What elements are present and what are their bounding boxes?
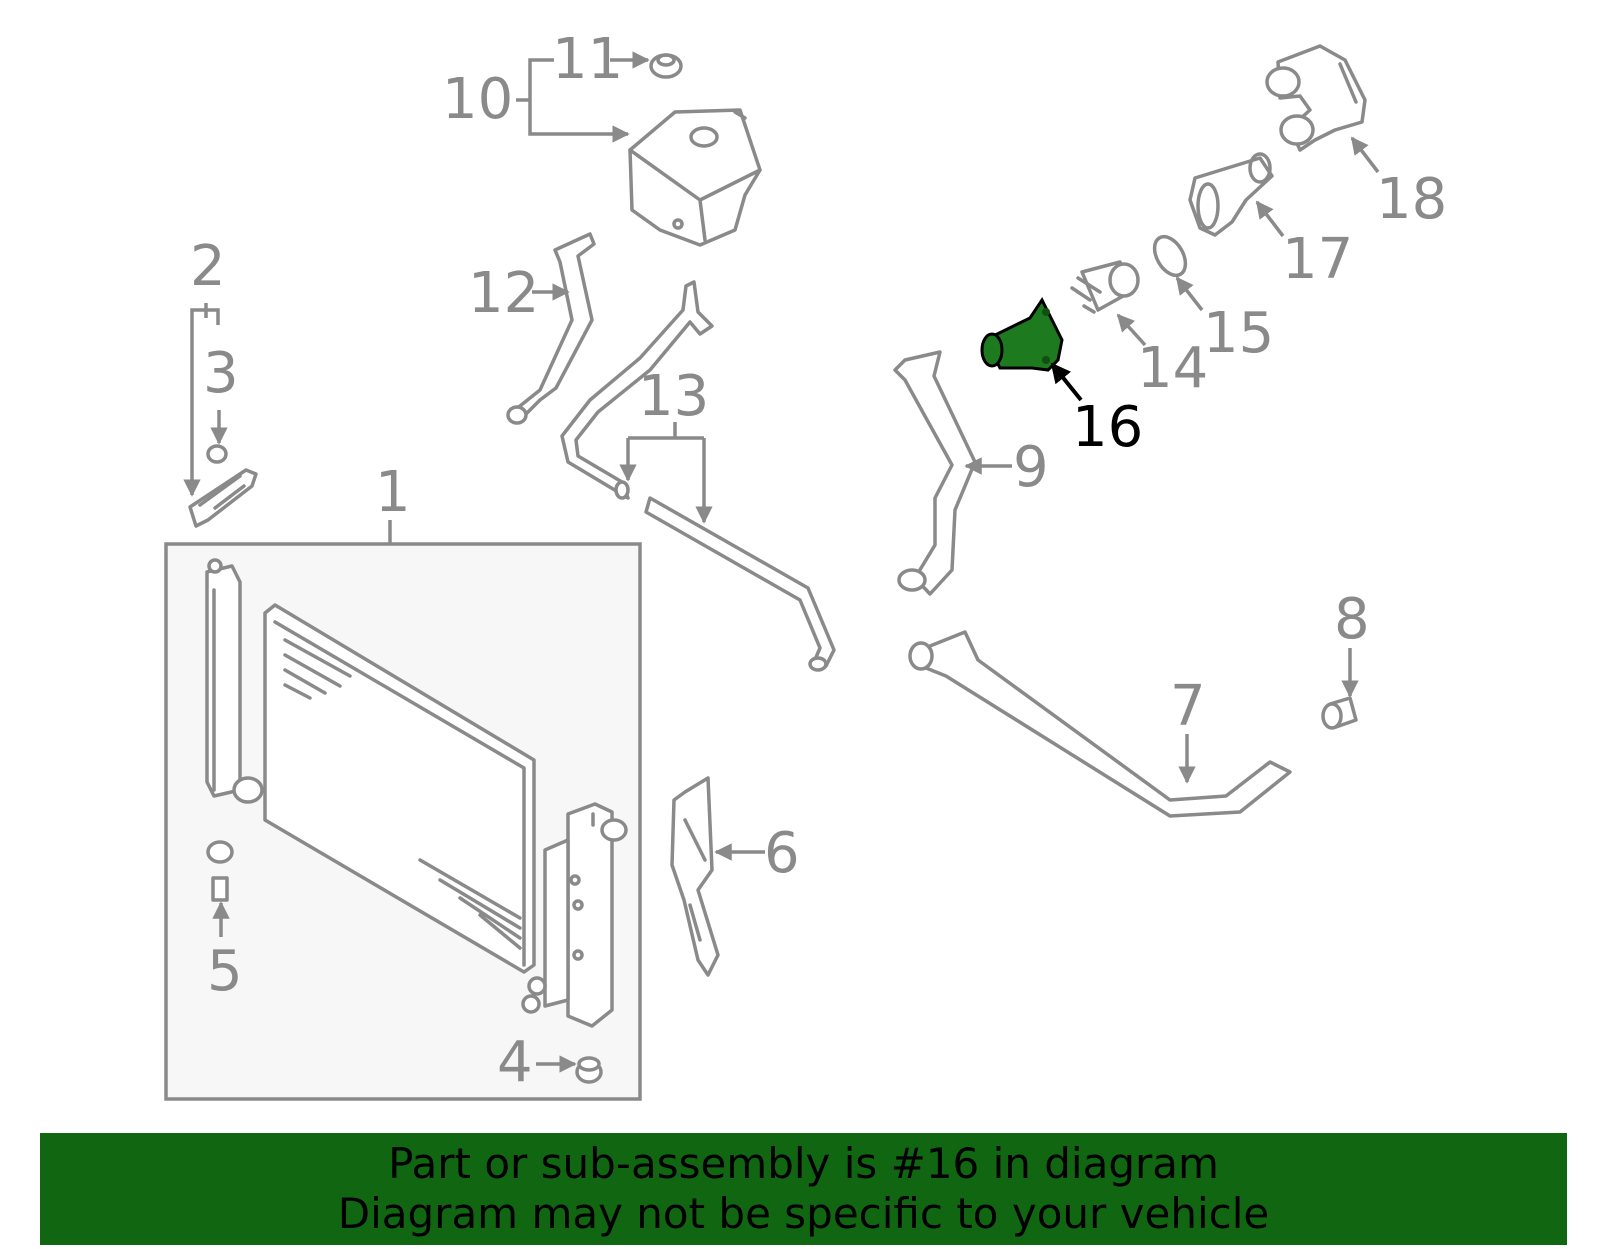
banner-line-2: Diagram may not be specific to your vehi…	[337, 1189, 1270, 1238]
water-pipe-elbow[interactable]	[1265, 44, 1367, 152]
callout-14: 14	[1137, 336, 1208, 401]
callout-10: 10	[442, 67, 513, 132]
air-deflector[interactable]	[670, 776, 720, 977]
callout-3: 3	[203, 341, 239, 406]
callout-18: 18	[1376, 167, 1447, 232]
radiator-assembly[interactable]	[164, 542, 642, 1101]
banner-line-1: Part or sub-assembly is #16 in diagram	[388, 1139, 1219, 1188]
coolant-reservoir[interactable]	[628, 108, 762, 247]
info-banner: Part or sub-assembly is #16 in diagram D…	[40, 1133, 1567, 1245]
lower-radiator-hose[interactable]	[908, 630, 1292, 818]
upper-radiator-hose[interactable]	[893, 350, 977, 596]
reservoir-hose[interactable]	[506, 232, 596, 425]
hose-plug[interactable]	[1321, 696, 1358, 730]
drain-plug[interactable]	[206, 840, 234, 902]
callout-1: 1	[375, 460, 411, 525]
thermostat-housing[interactable]	[1188, 152, 1274, 237]
callout-9: 9	[1013, 435, 1049, 500]
callout-labels: 1 2 3 4 5 6 7 8 9 10 11 12 13 14 15 16 1…	[190, 27, 1447, 1095]
callout-11: 11	[552, 27, 623, 92]
callout-15: 15	[1203, 301, 1274, 366]
bracket-nut[interactable]	[206, 444, 228, 464]
callout-17: 17	[1282, 227, 1353, 292]
leader-lines	[192, 51, 1380, 1073]
callout-5: 5	[207, 939, 243, 1004]
reservoir-cap[interactable]	[649, 53, 683, 79]
callout-13: 13	[638, 364, 709, 429]
callout-8: 8	[1334, 587, 1370, 652]
water-outlet-housing[interactable]	[980, 297, 1064, 372]
callout-12: 12	[468, 261, 539, 326]
bypass-hoses[interactable]	[560, 280, 836, 672]
callout-4: 4	[497, 1030, 533, 1095]
callout-16: 16	[1072, 395, 1143, 460]
bracket[interactable]	[188, 468, 258, 528]
thermostat-gasket[interactable]	[1148, 231, 1192, 280]
radiator-clip-4[interactable]	[575, 1056, 603, 1084]
thermostat[interactable]	[1070, 260, 1140, 314]
callout-6: 6	[764, 821, 800, 886]
callout-2: 2	[190, 234, 226, 299]
callout-7: 7	[1170, 674, 1206, 739]
